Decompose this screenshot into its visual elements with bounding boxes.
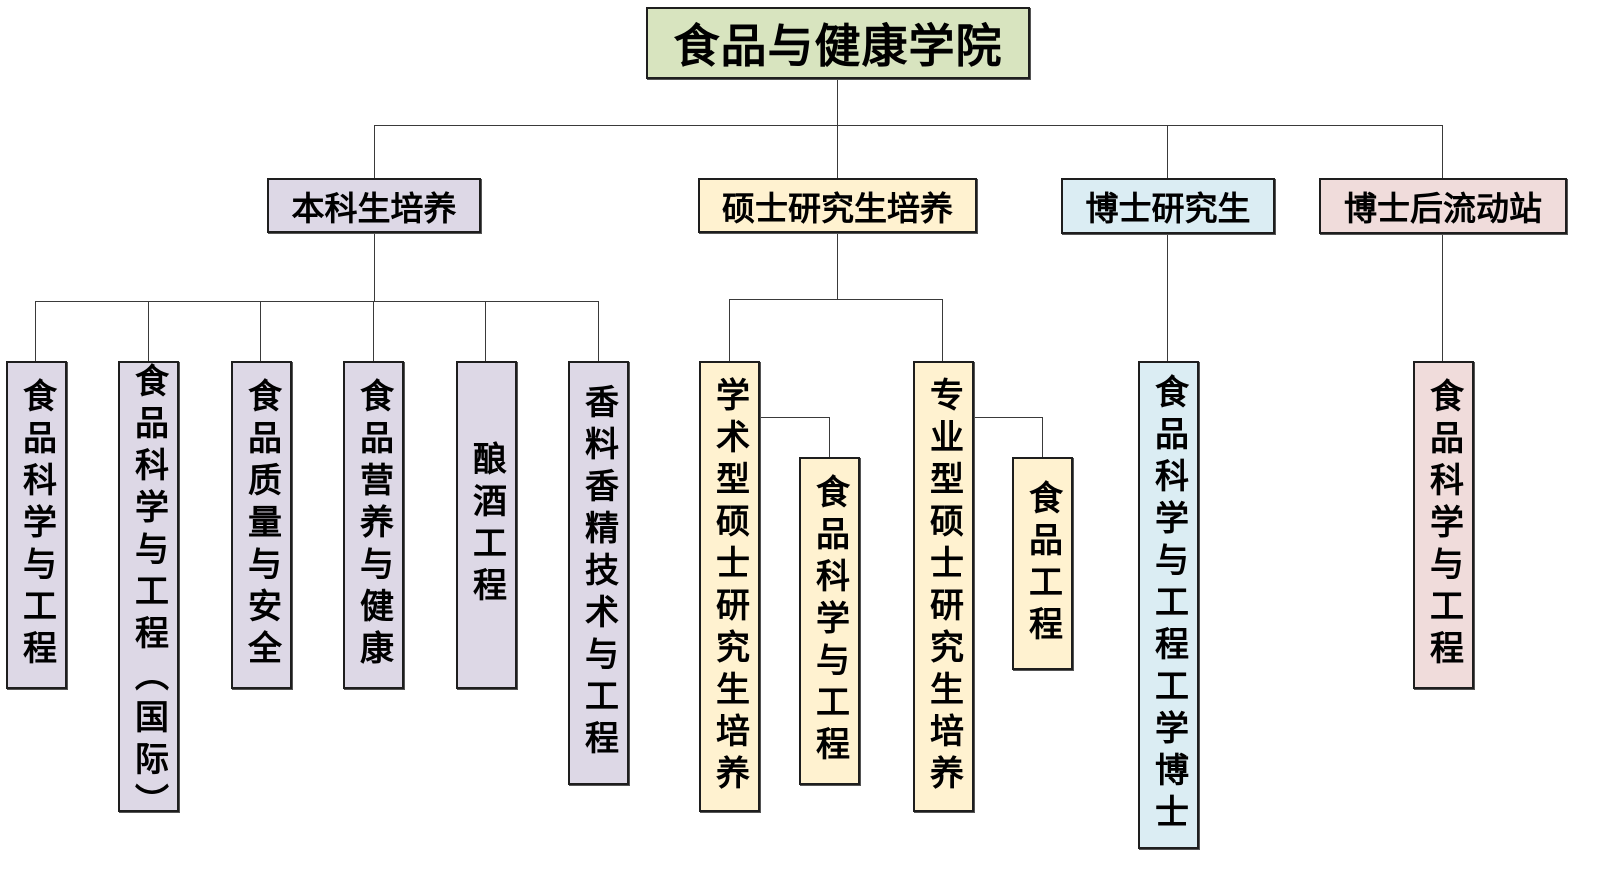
connector-to-undergraduate [374,125,375,178]
node-postdoc-label: 博士后流动站 [1344,189,1542,228]
connector-doctoral-down [1167,233,1168,361]
node-professional-masters-label: 专业型硕士研究生培养 [923,376,964,797]
connector-professional-child-h [973,417,1043,418]
connector-academic-child-v [829,417,830,457]
major-label: 香料香精技术与工程 [578,384,619,762]
connector-masters-down [837,232,838,299]
node-academic-masters-label: 学术型硕士研究生培养 [709,376,750,797]
node-postdoc[interactable]: 博士后流动站 [1319,178,1567,234]
major-node[interactable]: 食品科学与工程 [6,361,67,689]
major-label: 食品科学与工程 [16,378,57,672]
node-doctoral[interactable]: 博士研究生 [1061,178,1275,234]
connector-to-doctoral [1167,125,1168,178]
major-label: 食品营养与健康 [353,378,394,672]
node-academic-masters-major[interactable]: 食品科学与工程 [799,457,860,785]
connector-level2-bar [374,125,1443,126]
connector-to-masters [837,125,838,178]
node-masters-label: 硕士研究生培养 [722,188,953,228]
major-label: 食品质量与安全 [241,378,282,672]
connector-masters-bar [729,299,943,300]
major-node[interactable]: 食品质量与安全 [231,361,292,689]
connector-undergraduate-down [374,232,375,301]
connector-major-4 [373,301,374,361]
major-node[interactable]: 食品科学与工程（国际） [118,361,179,825]
connector-undergraduate-bar [35,301,599,302]
node-doctoral-label: 博士研究生 [1085,189,1251,228]
connector-postdoc-down [1442,233,1443,361]
node-postdoc-major-label: 食品科学与工程 [1423,378,1464,672]
connector-professional-child-v [1042,417,1043,457]
node-doctoral-major[interactable]: 食品科学与工程工学博士 [1138,361,1199,849]
node-undergraduate-label: 本科生培养 [291,188,457,228]
connector-to-postdoc [1442,125,1443,178]
node-professional-masters[interactable]: 专业型硕士研究生培养 [913,361,974,812]
major-node[interactable]: 香料香精技术与工程 [568,361,629,785]
connector-major-2 [148,301,149,361]
node-masters[interactable]: 硕士研究生培养 [698,178,977,233]
root-node-label: 食品与健康学院 [673,19,1003,73]
major-node[interactable]: 食品营养与健康 [343,361,404,689]
node-academic-masters-major-label: 食品科学与工程 [809,474,850,768]
connector-root-down [837,78,838,126]
major-node[interactable]: 酿酒工程 [456,361,517,689]
connector-academic [729,299,730,361]
node-postdoc-major[interactable]: 食品科学与工程 [1413,361,1474,689]
connector-professional [942,299,943,361]
connector-major-1 [35,301,36,361]
connector-academic-child-h [759,417,830,418]
node-professional-masters-major[interactable]: 食品工程 [1012,457,1073,670]
node-undergraduate[interactable]: 本科生培养 [267,178,481,233]
node-academic-masters[interactable]: 学术型硕士研究生培养 [699,361,760,812]
root-node-college[interactable]: 食品与健康学院 [646,7,1030,79]
node-professional-masters-major-label: 食品工程 [1022,479,1063,648]
connector-major-6 [598,301,599,361]
major-label: 食品科学与工程（国际） [128,363,169,825]
node-doctoral-major-label: 食品科学与工程工学博士 [1148,374,1189,836]
major-label: 酿酒工程 [466,441,507,609]
connector-major-5 [485,301,486,361]
connector-major-3 [260,301,261,361]
